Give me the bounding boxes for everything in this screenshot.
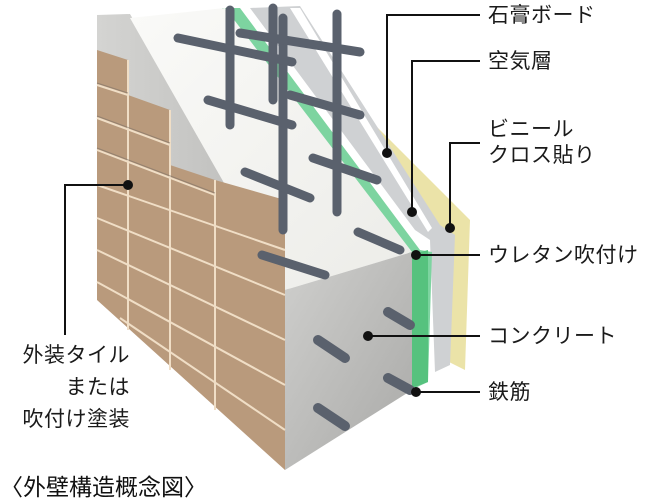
label-exterior-line2: または [65, 375, 130, 399]
leader-gypsum-board [386, 14, 480, 153]
rebar-grid [173, 3, 415, 431]
urethane-layer [222, 8, 432, 388]
label-gypsum-board: 石膏ボード [488, 3, 596, 27]
label-urethane: ウレタン吹付け [488, 243, 639, 267]
label-vinyl-cloth-line1: ビニール [488, 117, 574, 141]
label-vinyl-cloth-line2: クロス貼り [488, 143, 596, 167]
diagram-caption: 〈外壁構造概念図〉 [0, 475, 207, 501]
exterior-tiles [96, 50, 286, 470]
air-layer-gap [290, 8, 432, 232]
leader-lines [64, 14, 480, 393]
concrete-top-face [130, 8, 412, 290]
label-air-layer: 空気層 [488, 49, 553, 73]
label-rebar: 鉄筋 [488, 380, 531, 404]
label-exterior-line1: 外装タイル [22, 343, 130, 367]
label-concrete: コンクリート [488, 324, 617, 348]
label-exterior-line3: 吹付け塗装 [22, 407, 130, 431]
leader-dots [123, 148, 455, 397]
